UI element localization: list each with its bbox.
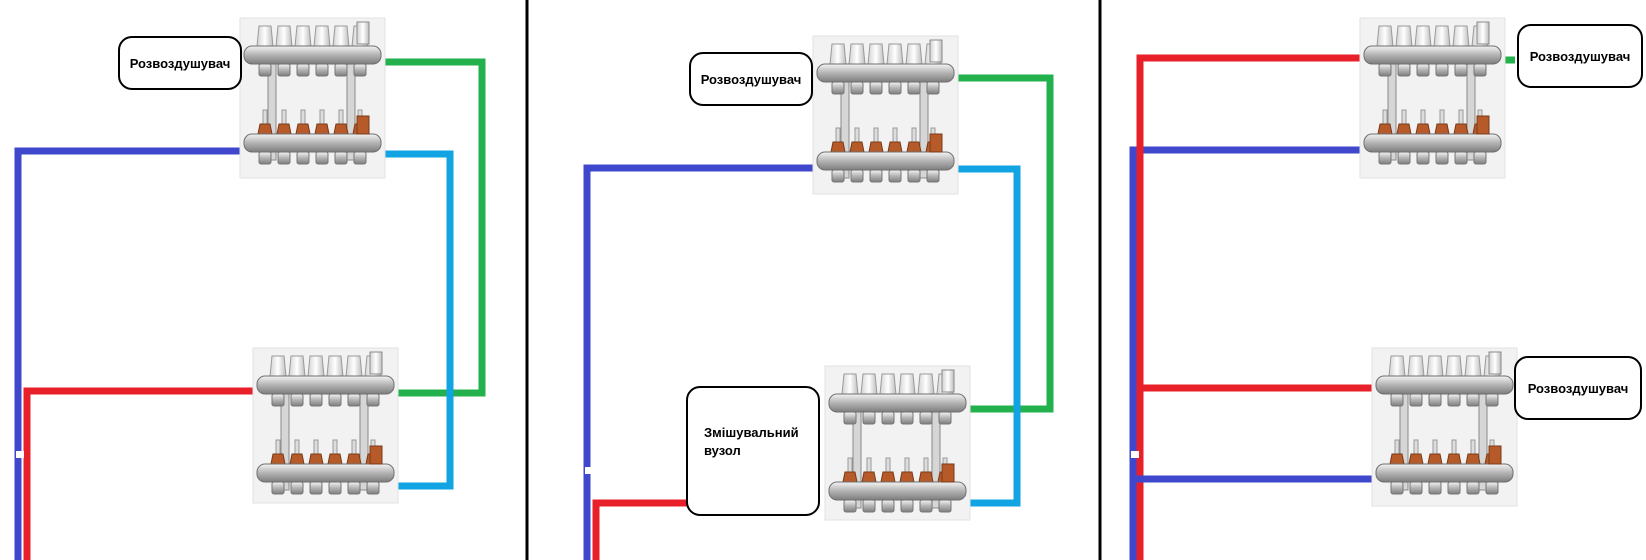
heating-manifold-icon (1359, 17, 1506, 179)
manifold-units (239, 17, 1518, 521)
pipe-joint (16, 451, 24, 458)
connector-pipe (948, 165, 1021, 507)
return-pipe (1129, 146, 1366, 560)
pipe-lines (14, 54, 1515, 560)
supply-pipe (592, 499, 690, 560)
pipe-joint (1131, 451, 1139, 458)
connector-pipe (378, 150, 454, 490)
heating-manifold-icon (239, 17, 386, 179)
return-pipe (14, 147, 248, 560)
heating-manifold-icon (824, 365, 971, 521)
pipe-joint (585, 467, 593, 474)
heating-manifold-icon (1371, 347, 1518, 507)
heating-manifold-icon (812, 35, 959, 195)
return-pipe (583, 164, 820, 560)
air-vent-label-middle: Розвоздушувач (689, 52, 813, 106)
panel-dividers (525, 0, 1102, 560)
heating-manifold-icon (252, 347, 399, 504)
supply-pipe (1136, 54, 1366, 560)
air-vent-label-right-top: Розвоздушувач (1517, 24, 1643, 88)
connector-pipe (378, 58, 486, 397)
air-vent-label-right-bottom: Розвоздушувач (1514, 356, 1642, 420)
mixing-unit-label: Змішувальний вузол (686, 386, 820, 516)
air-vent-label-left: Розвоздушувач (118, 36, 242, 90)
supply-pipe (23, 387, 262, 560)
connector-pipe (948, 74, 1054, 413)
